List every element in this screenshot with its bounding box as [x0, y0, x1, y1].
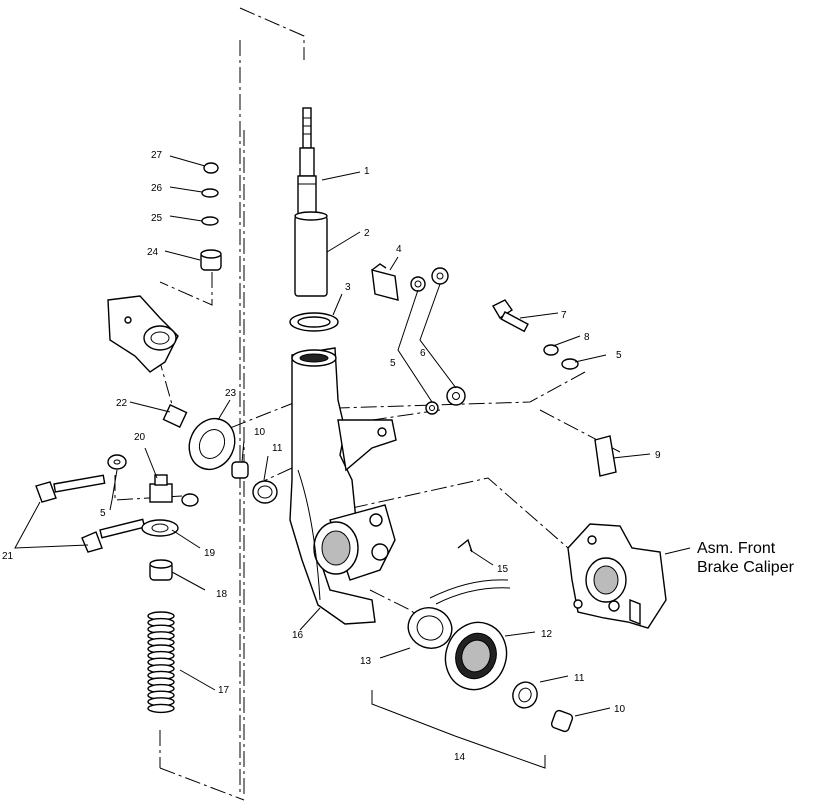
parts-24-27-stack: [200, 162, 222, 271]
callout-19: 19: [204, 548, 216, 559]
part-12-hub-bearing: [444, 621, 508, 691]
part-15-bracket: [429, 538, 511, 605]
callout-9: 9: [655, 450, 661, 461]
callout-14: 14: [454, 752, 466, 763]
parts-10-11-upper: [231, 461, 278, 504]
callout-1: 1: [364, 166, 370, 177]
part-4-bracket: [371, 263, 399, 301]
callout-17: 17: [218, 685, 230, 696]
part-20-fitting: [149, 474, 173, 503]
callout-18: 18: [216, 589, 228, 600]
callout-24: 24: [147, 247, 159, 258]
part-2-bushing: [294, 211, 328, 297]
part-1-shaft: [297, 107, 317, 217]
callout-5-far-right: 5: [616, 350, 622, 361]
assembly-label-line-1: Asm. Front: [697, 540, 776, 557]
callout-4: 4: [396, 244, 402, 255]
group-bracket-14: [371, 690, 546, 769]
part-9-pad: [594, 435, 617, 477]
parts-5-6-washer-nut: [410, 267, 466, 415]
callout-10-upper: 10: [254, 427, 266, 438]
callout-10-lower: 10: [614, 704, 626, 715]
parts-17-19-spring-stack: [141, 519, 179, 714]
part-3-seal: [289, 312, 339, 332]
callout-11-upper: 11: [272, 443, 283, 454]
part-23-bearing: [188, 417, 236, 471]
callout-22: 22: [116, 398, 128, 409]
leader-lines: [14, 155, 651, 717]
part-16-strut-knuckle: [289, 347, 397, 625]
callout-21: 21: [2, 551, 14, 562]
callout-20: 20: [134, 432, 146, 443]
part-17-spring: [147, 611, 175, 714]
part-5-washer-left: [107, 454, 199, 507]
callout-8: 8: [584, 332, 590, 343]
part-22-fitting: [162, 404, 188, 428]
assembly-label: Asm. Front Brake Caliper: [697, 540, 795, 576]
callout-23: 23: [225, 388, 237, 399]
parts-10-11-lower: [512, 681, 574, 733]
parts-7-8-5-bolt-set: [492, 299, 579, 370]
assembly-label-line-2: Brake Caliper: [697, 559, 795, 576]
callout-12: 12: [541, 629, 553, 640]
callout-3: 3: [345, 282, 351, 293]
part-13-seal: [407, 607, 453, 649]
callout-5-right: 5: [390, 358, 396, 369]
callout-13: 13: [360, 656, 372, 667]
callout-27: 27: [151, 150, 163, 161]
callout-2: 2: [364, 228, 370, 239]
callout-6: 6: [420, 348, 426, 359]
brake-caliper-assembly: [567, 523, 691, 629]
callout-labels: 1 2 3 4 5 6 7 8 5 9 27 26 25 24 22 23 10…: [2, 150, 661, 763]
callout-16: 16: [292, 630, 304, 641]
parts-21-bolts: [35, 474, 146, 553]
callout-5-left: 5: [100, 508, 106, 519]
spring-coil: [147, 703, 175, 714]
upper-mount-bracket: [107, 295, 179, 373]
callout-11-lower: 11: [574, 673, 585, 684]
callout-15: 15: [497, 564, 509, 575]
callout-26: 26: [151, 183, 163, 194]
callout-25: 25: [151, 213, 163, 224]
callout-7: 7: [561, 310, 567, 321]
